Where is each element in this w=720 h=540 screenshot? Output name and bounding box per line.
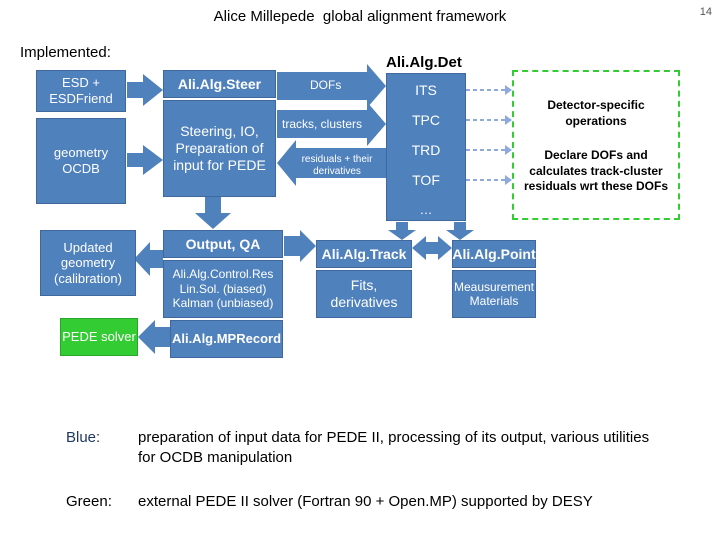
pede-solver-label: PEDE solver xyxy=(62,329,136,345)
track-body-box: Fits, derivatives xyxy=(316,270,412,318)
alialgdet-label: Ali.Alg.Det xyxy=(386,54,462,71)
geometry-ocdb-box: geometry OCDB xyxy=(36,118,126,204)
geometry-ocdb-label: geometry OCDB xyxy=(53,145,109,176)
output-qa-title-box: Output, QA xyxy=(163,230,283,258)
legend-green-key: Green: xyxy=(66,493,112,510)
pede-solver-box: PEDE solver xyxy=(60,318,138,356)
steer-body-box: Steering, IO, Preparation of input for P… xyxy=(163,100,276,197)
detector-tof: TOF xyxy=(412,172,440,188)
updated-geometry-box: Updated geometry (calibration) xyxy=(40,230,136,296)
mprecord-box: Ali.Alg.MPRecord xyxy=(170,320,283,358)
detector-trd: TRD xyxy=(411,142,441,158)
residuals-label: residuals + their derivatives xyxy=(301,154,373,177)
output-qa-body: Ali.Alg.Control.Res Lin.Sol. (biased) Ka… xyxy=(172,267,274,311)
esd-to-steer-arrow xyxy=(127,74,163,106)
detector-specific-ops: Detector-specific operations xyxy=(547,98,645,128)
geometry-to-steer-arrow xyxy=(127,145,163,175)
detector-tpc: TPC xyxy=(412,112,440,128)
steer-title: Ali.Alg.Steer xyxy=(177,75,262,92)
track-body: Fits, derivatives xyxy=(330,277,398,310)
steer-to-output-arrow xyxy=(195,197,231,229)
updated-geometry-label: Updated geometry (calibration) xyxy=(54,239,122,286)
det-to-point-arrow xyxy=(446,222,474,240)
output-to-track-arrow xyxy=(284,230,316,262)
dofs-label: DOFs xyxy=(310,78,342,92)
steer-body: Steering, IO, Preparation of input for P… xyxy=(173,123,266,173)
page-number: 14 xyxy=(699,6,712,18)
tracks-clusters-label: tracks, clusters xyxy=(282,117,363,131)
dofs-arrow xyxy=(277,64,386,108)
mprecord-to-pede-arrow xyxy=(138,320,170,354)
track-point-arrow xyxy=(412,236,452,260)
detector-ellipsis: … xyxy=(419,202,433,217)
page-title: Alice Millepede global alignment framewo… xyxy=(213,8,507,25)
esd-friend-box: ESD + ESDFriend xyxy=(36,70,126,112)
detector-specific-declare: Declare DOFs and calculates track-cluste… xyxy=(523,148,669,194)
track-title: Ali.Alg.Track xyxy=(321,245,407,262)
point-title: Ali.Alg.Point xyxy=(452,245,536,262)
implemented-label: Implemented: xyxy=(20,44,111,61)
tracks-clusters-arrow xyxy=(277,102,386,146)
detector-column xyxy=(386,73,466,221)
residuals-arrow xyxy=(277,140,386,186)
point-body-box: Meausurement Materials xyxy=(452,270,536,318)
output-to-geometry-arrow xyxy=(134,242,163,276)
track-title-box: Ali.Alg.Track xyxy=(316,240,412,268)
detector-its: ITS xyxy=(415,82,437,98)
point-title-box: Ali.Alg.Point xyxy=(452,240,536,268)
detector-specific-box: Detector-specific operations Declare DOF… xyxy=(512,70,680,220)
output-qa-title: Output, QA xyxy=(185,235,261,252)
legend-blue-text: preparation of input data for PEDE II, p… xyxy=(138,429,650,467)
output-qa-body-box: Ali.Alg.Control.Res Lin.Sol. (biased) Ka… xyxy=(163,260,283,318)
legend-blue-key: Blue: xyxy=(66,429,101,446)
point-body: Meausurement Materials xyxy=(453,279,535,308)
legend-green-text: external PEDE II solver (Fortran 90 + Op… xyxy=(138,493,593,510)
steer-title-box: Ali.Alg.Steer xyxy=(163,70,276,98)
esd-friend-label: ESD + ESDFriend xyxy=(49,75,113,106)
mprecord-label: Ali.Alg.MPRecord xyxy=(171,331,282,347)
det-to-track-arrow xyxy=(388,222,416,240)
